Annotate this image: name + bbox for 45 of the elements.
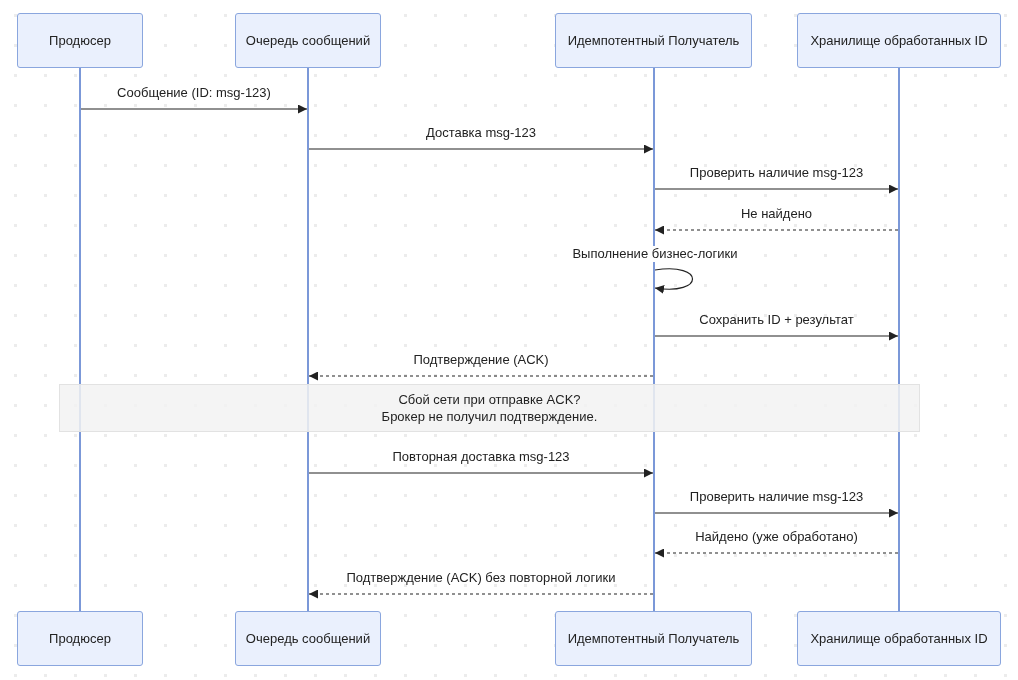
edge-label: Сохранить ID + результат <box>699 312 854 328</box>
participant-box <box>797 611 1001 666</box>
edge-label: Найдено (уже обработано) <box>695 529 858 545</box>
message-arrow <box>308 468 654 478</box>
message-arrow <box>654 548 899 558</box>
participant-box <box>235 611 381 666</box>
message-arrow <box>654 508 899 518</box>
note-box <box>59 384 920 432</box>
participant-box <box>555 611 752 666</box>
participant-box <box>235 13 381 68</box>
participant-box <box>17 611 143 666</box>
edge-label: Выполнение бизнес-логики <box>570 246 740 262</box>
participant-box <box>797 13 1001 68</box>
participant-name: Очередь сообщений <box>245 33 371 48</box>
participant-name: Хранилище обработанных ID <box>810 631 988 646</box>
message-arrow <box>654 331 899 341</box>
participant-name: Идемпотентный Получатель <box>567 33 740 48</box>
lifeline <box>898 68 900 611</box>
lifeline <box>653 68 655 611</box>
message-arrow <box>654 225 899 235</box>
lifeline <box>307 68 309 611</box>
edge-label: Проверить наличие msg-123 <box>689 489 864 505</box>
note-text: Сбой сети при отправке ACK? <box>398 391 581 408</box>
edge-label: Проверить наличие msg-123 <box>689 165 864 181</box>
participant-box <box>17 13 143 68</box>
note-text: Брокер не получил подтверждение. <box>381 408 598 425</box>
lifeline <box>79 68 81 611</box>
self-message-arrow <box>654 268 694 294</box>
message-arrow <box>308 371 654 381</box>
edge-label: Повторная доставка msg-123 <box>392 449 570 465</box>
participant-name: Продюсер <box>49 33 111 48</box>
edge-label: Подтверждение (ACK) без повторной логики <box>346 570 616 586</box>
participant-name: Идемпотентный Получатель <box>567 631 740 646</box>
participant-name: Очередь сообщений <box>245 631 371 646</box>
message-arrow <box>80 104 308 114</box>
message-arrow <box>308 144 654 154</box>
edge-label: Подтверждение (ACK) <box>413 352 549 368</box>
edge-label: Сообщение (ID: msg-123) <box>117 85 271 101</box>
participant-name: Хранилище обработанных ID <box>810 33 988 48</box>
edge-label: Не найдено <box>740 206 813 222</box>
message-arrow <box>654 184 899 194</box>
participant-box <box>555 13 752 68</box>
edge-label: Доставка msg-123 <box>426 125 536 141</box>
participant-name: Продюсер <box>49 631 111 646</box>
message-arrow <box>308 589 654 599</box>
